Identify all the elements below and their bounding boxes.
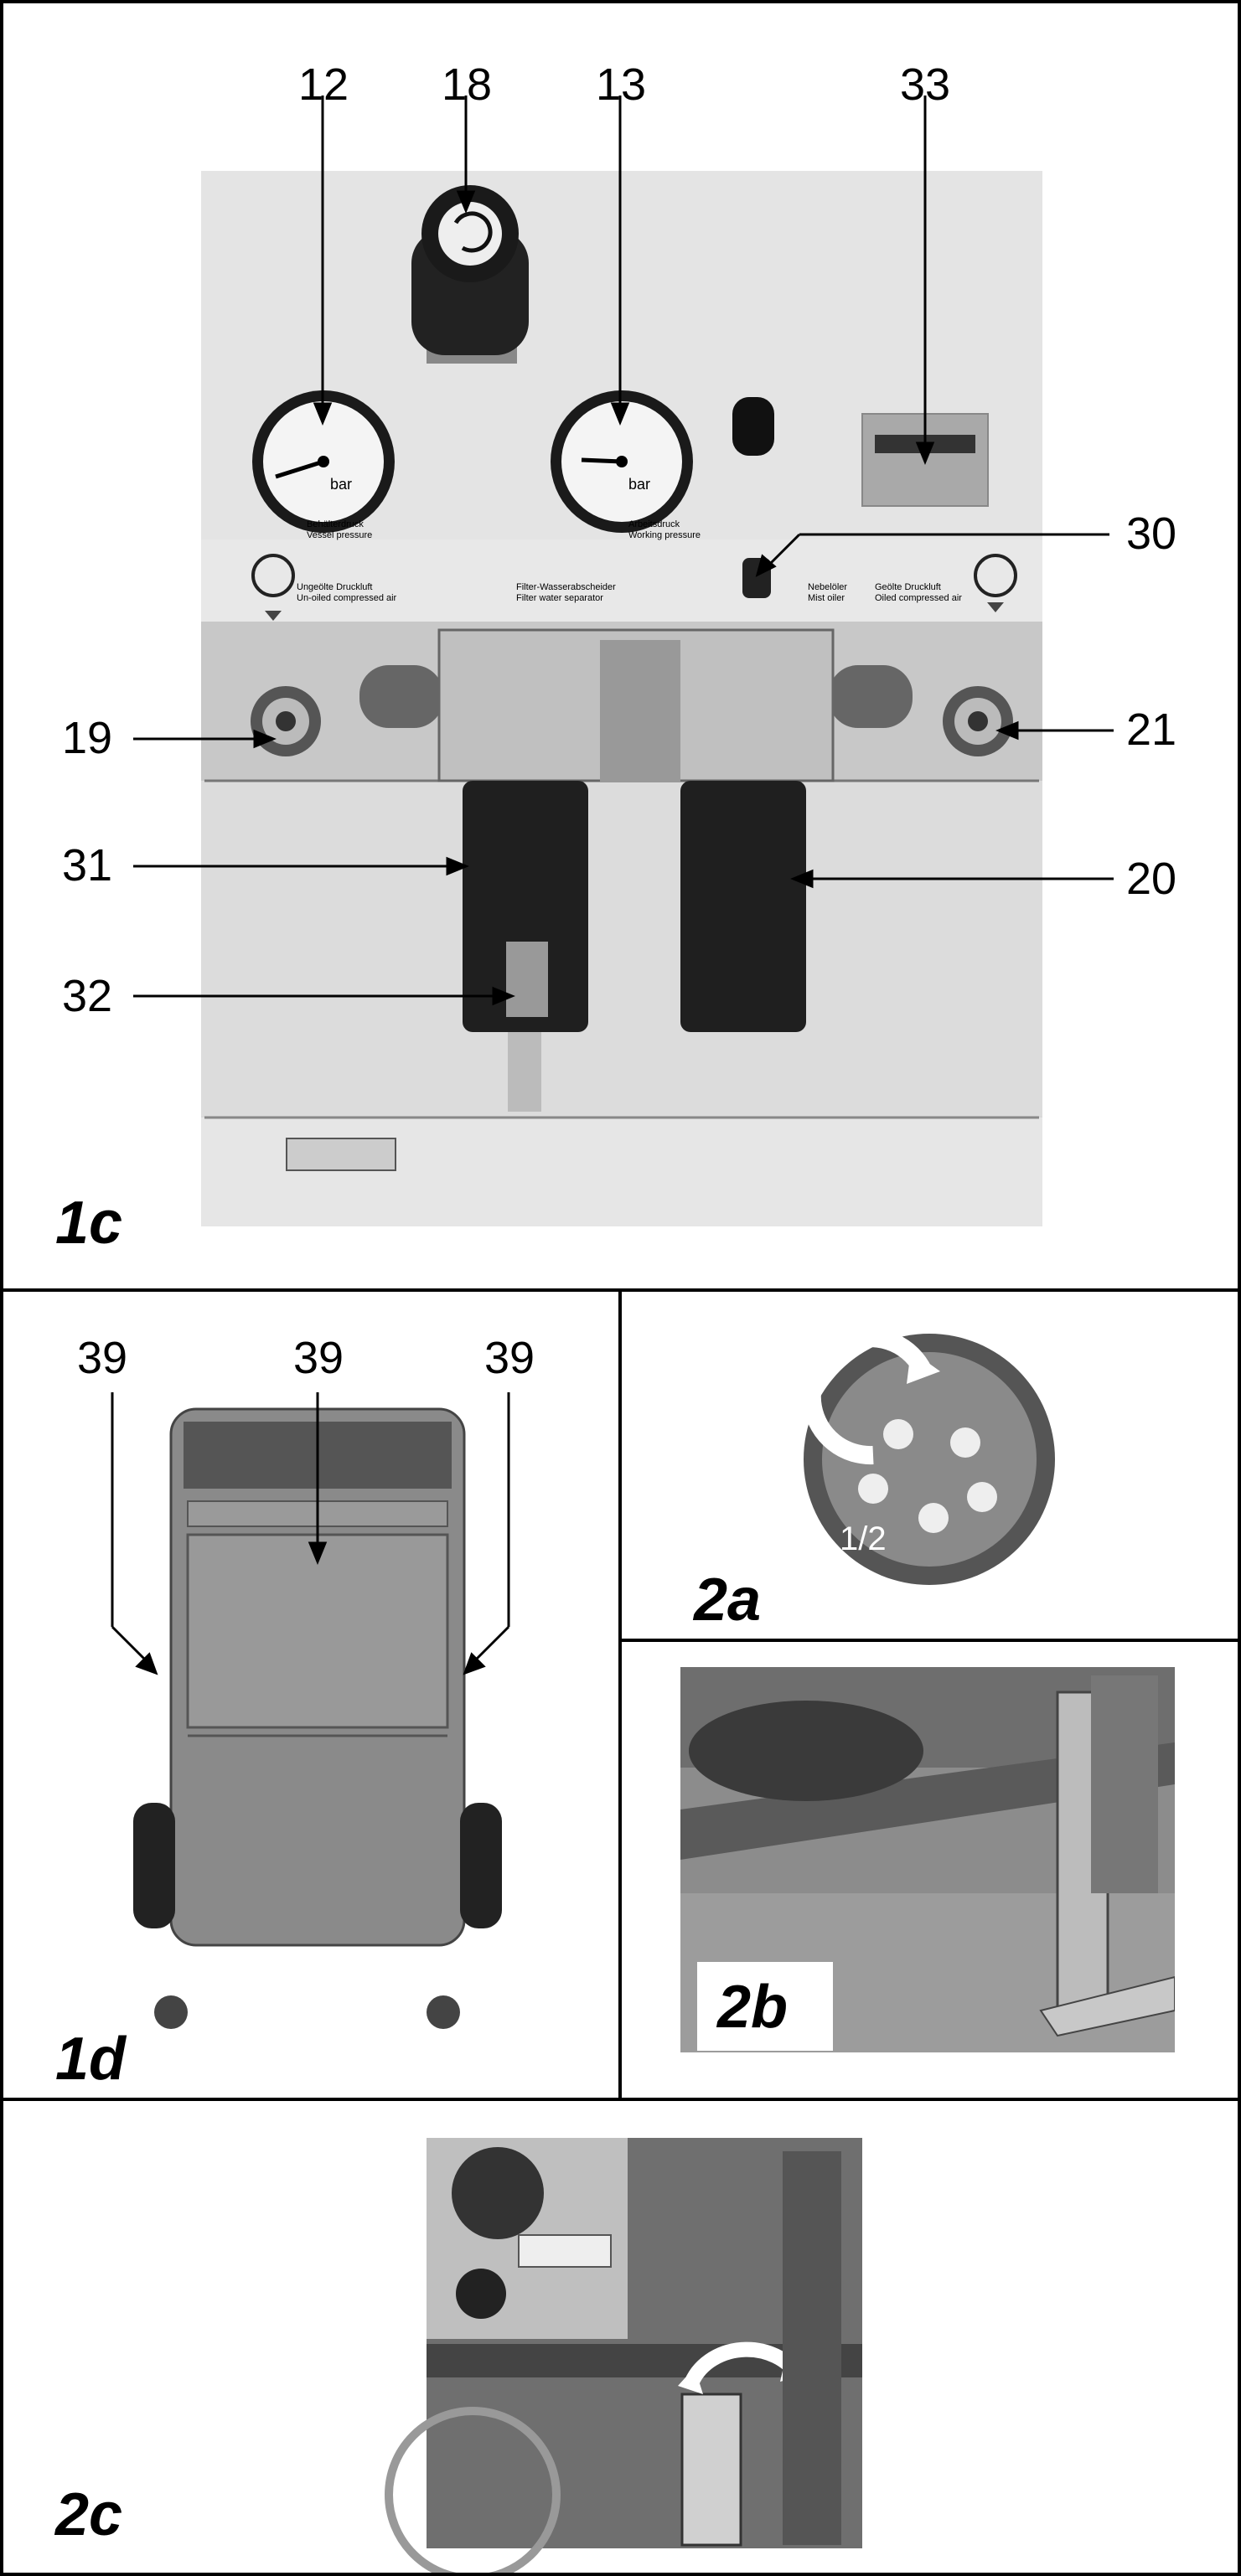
panel-slot bbox=[732, 397, 774, 456]
callout-39-right: 39 bbox=[484, 1333, 535, 1383]
pressure-regulator-knob bbox=[411, 185, 529, 364]
figure-1c-photo: bar Behälterdruck Vessel pressure bar Ar… bbox=[133, 96, 1114, 1226]
figure-1c-frame: bar Behälterdruck Vessel pressure bar Ar… bbox=[0, 0, 1241, 1292]
figure-2c-photo bbox=[385, 2138, 862, 2573]
unoiled-air-coupling bbox=[251, 686, 321, 756]
oiled-air-icon bbox=[974, 554, 1017, 597]
callout-39-center: 39 bbox=[293, 1333, 344, 1383]
oiled-air-coupling bbox=[943, 686, 1013, 756]
callout-33: 33 bbox=[900, 59, 951, 110]
filter-water-separator-bowl bbox=[463, 781, 588, 1112]
gauge-unit: bar bbox=[628, 476, 650, 493]
cabinet-base bbox=[201, 1118, 1042, 1226]
power-plug bbox=[802, 1329, 1055, 1585]
wheel-right bbox=[460, 1803, 502, 1928]
label-filter-en: Filter water separator bbox=[516, 593, 603, 603]
callout-32: 32 bbox=[62, 971, 113, 1021]
figure-2c-frame: 2c bbox=[0, 2098, 1241, 2576]
callout-13: 13 bbox=[596, 59, 647, 110]
label-oiler-en: Mist oiler bbox=[808, 593, 845, 603]
rotate-arrow-icon bbox=[802, 1329, 932, 1465]
label-oiled-de: Geölte Druckluft bbox=[875, 582, 941, 592]
label-unoiled-en: Un-oiled compressed air bbox=[297, 593, 397, 603]
callout-20: 20 bbox=[1126, 854, 1177, 904]
figure-1d-drawing bbox=[111, 1392, 510, 2029]
service-cart bbox=[133, 1407, 502, 2029]
callout-arrows bbox=[111, 1392, 510, 1675]
fraction-label: 1/2 bbox=[840, 1520, 887, 1557]
figure-2a-frame: 1/2 2a bbox=[618, 1288, 1241, 1642]
gauge-caption-de: Arbeitsdruck bbox=[628, 519, 680, 529]
working-pressure-gauge: bar Arbeitsdruck Working pressure bbox=[551, 390, 701, 540]
figure-2a-photo: 1/2 bbox=[802, 1329, 1055, 1585]
callout-39-left: 39 bbox=[77, 1333, 128, 1383]
figure-2b-frame: 2b bbox=[618, 1639, 1241, 2101]
callout-arrows bbox=[133, 96, 1114, 1006]
vessel-pressure-gauge: bar Behälterdruck Vessel pressure bbox=[252, 390, 395, 540]
cart-door bbox=[186, 1533, 449, 1729]
label-strip bbox=[201, 539, 1042, 632]
gauge-caption-en: Vessel pressure bbox=[307, 530, 372, 540]
gauge-caption-en: Working pressure bbox=[628, 530, 701, 540]
bracket-plate bbox=[680, 2393, 742, 2547]
mist-oiler-bowl bbox=[680, 781, 806, 1032]
figure-label-2a: 2a bbox=[694, 1567, 762, 1634]
figure-label-2c: 2c bbox=[55, 2481, 123, 2548]
callout-30: 30 bbox=[1126, 508, 1177, 559]
wheel-left bbox=[133, 1803, 175, 1928]
figure-label-2b: 2b bbox=[717, 1974, 789, 2041]
callout-31: 31 bbox=[62, 840, 113, 891]
callout-12: 12 bbox=[298, 59, 349, 110]
gauge-caption-de: Behälterdruck bbox=[307, 519, 364, 529]
label-oiled-en: Oiled compressed air bbox=[875, 593, 962, 603]
callout-18: 18 bbox=[442, 59, 493, 110]
figure-label-1c: 1c bbox=[55, 1190, 123, 1257]
callout-19: 19 bbox=[62, 713, 113, 763]
label-unoiled-de: Ungeölte Druckluft bbox=[297, 582, 373, 592]
label-oiler-de: Nebelöler bbox=[808, 582, 847, 592]
label-filter-de: Filter-Wasserabscheider bbox=[516, 582, 616, 592]
gauge-unit: bar bbox=[330, 476, 352, 493]
figure-1d-frame: 39 39 39 1d bbox=[0, 1288, 622, 2101]
no-oil-icon bbox=[251, 554, 295, 597]
callout-21: 21 bbox=[1126, 705, 1177, 755]
figure-label-1d: 1d bbox=[55, 2026, 127, 2093]
